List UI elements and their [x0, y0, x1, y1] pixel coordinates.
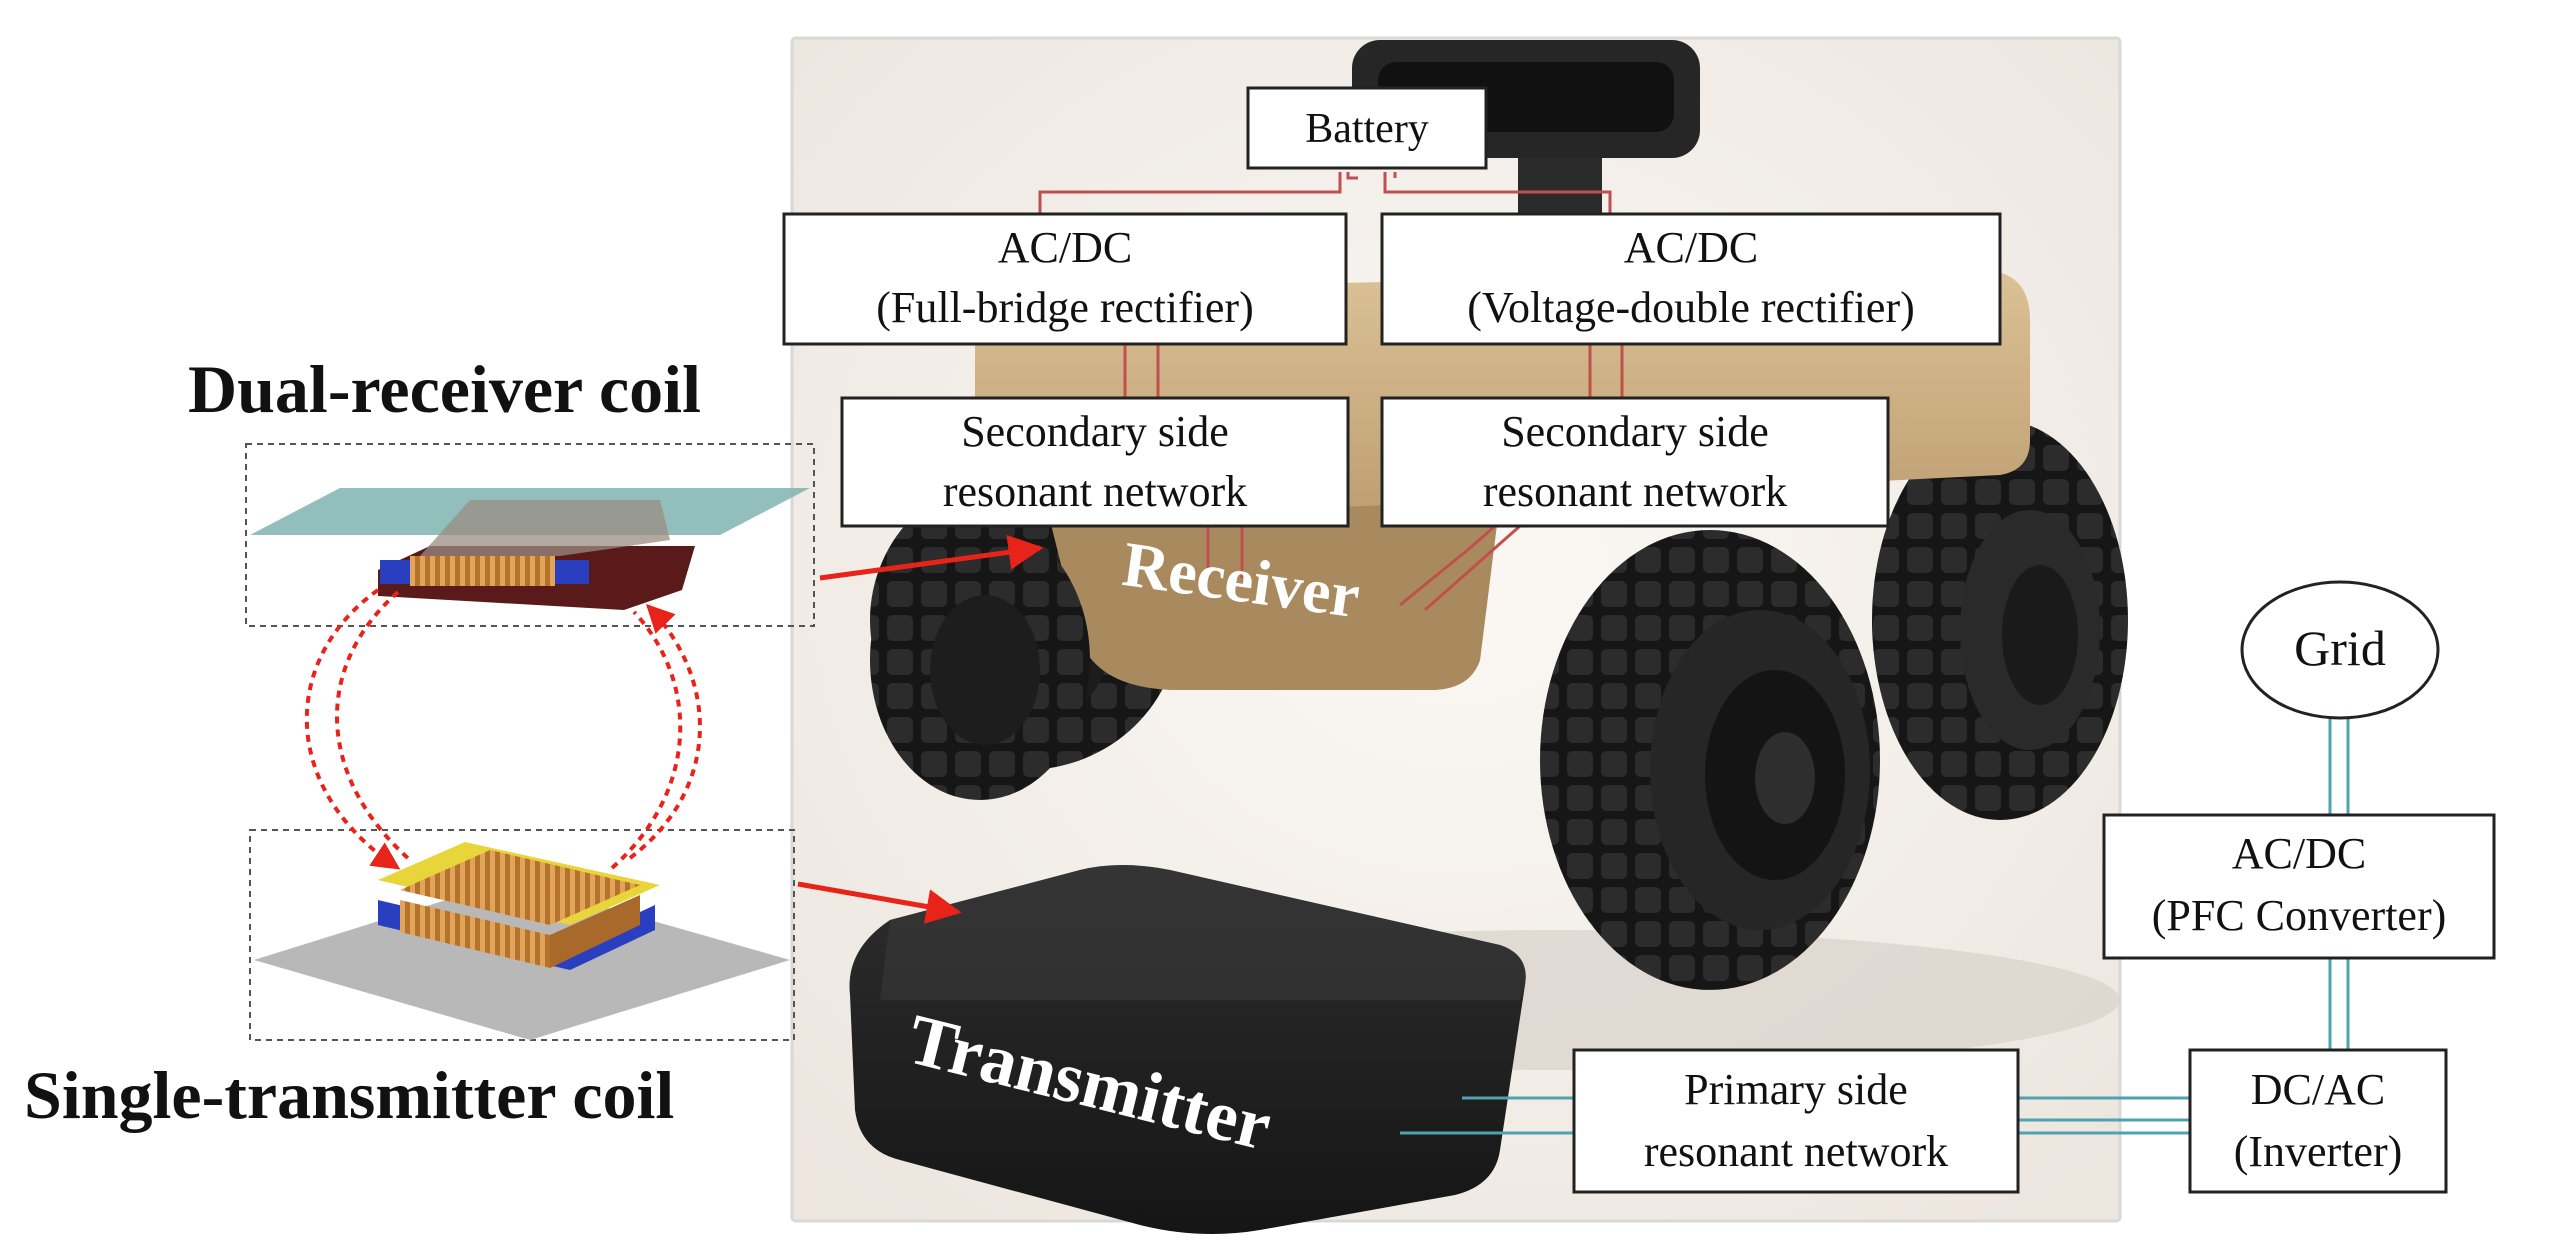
battery-label: Battery: [1305, 106, 1429, 152]
inverter-line1: DC/AC: [2251, 1065, 2385, 1114]
transmitter-coil-side: [550, 895, 640, 968]
arrow-to-transmitter: [797, 881, 962, 924]
secondary-left-block: Secondary side resonant network: [840, 396, 1350, 528]
magnetic-flux-arcs: [305, 588, 702, 870]
grid-block: Grid: [2240, 580, 2440, 720]
single-transmitter-coil-illustration: [249, 829, 795, 1041]
sec-right-line1: Secondary side: [1501, 407, 1769, 456]
dual-receiver-coil-illustration: [245, 443, 815, 627]
primary-line2: resonant network: [1644, 1127, 1948, 1176]
front-left-wheel: [870, 520, 1090, 800]
receiver-core: [420, 500, 670, 556]
transmitter-wiring: [1400, 718, 2350, 1135]
acdc-left-line1: AC/DC: [998, 223, 1132, 272]
acdc-right-line1: AC/DC: [1624, 223, 1758, 272]
sec-left-line1: Secondary side: [961, 407, 1229, 456]
single-transmitter-coil-title: Single-transmitter coil: [24, 1057, 674, 1133]
acdc-voltage-double-block: AC/DC (Voltage-double rectifier): [1380, 212, 2002, 346]
receiver-wiring: [1038, 172, 1624, 612]
transmitter-coil-frame: [249, 829, 795, 1041]
transmitter-coil-top: [400, 850, 640, 925]
transmitter-coil-front: [400, 900, 550, 968]
sec-right-line2: resonant network: [1483, 467, 1787, 516]
pfc-line1: AC/DC: [2232, 829, 2366, 878]
sec-left-line2: resonant network: [943, 467, 1247, 516]
acdc-full-bridge-block: AC/DC (Full-bridge rectifier): [782, 212, 1348, 346]
primary-line1: Primary side: [1684, 1065, 1908, 1114]
receiver-coil-winding: [410, 556, 555, 586]
arrow-to-receiver: [819, 534, 1044, 581]
back-right-wheel: [1872, 420, 2128, 820]
pfc-converter-block: AC/DC (PFC Converter): [2102, 813, 2496, 960]
pfc-line2: (PFC Converter): [2152, 891, 2447, 940]
primary-side-block: Primary side resonant network: [1572, 1048, 2020, 1194]
secondary-right-block: Secondary side resonant network: [1380, 396, 1890, 528]
receiver-blue-left: [380, 560, 410, 584]
acdc-left-line2: (Full-bridge rectifier): [876, 283, 1254, 332]
acdc-right-line2: (Voltage-double rectifier): [1467, 283, 1915, 332]
pointer-arrows: [797, 534, 1044, 924]
receiver-coil-frame: [245, 443, 815, 627]
grid-label: Grid: [2294, 620, 2386, 676]
receiver-blue-right: [555, 560, 589, 584]
transmitter-pad: [849, 865, 1526, 1234]
inverter-block: DC/AC (Inverter): [2188, 1048, 2448, 1194]
battery-block: Battery: [1246, 86, 1488, 170]
dual-receiver-coil-title: Dual-receiver coil: [188, 351, 701, 427]
front-right-wheel: [1540, 530, 1880, 990]
inverter-line2: (Inverter): [2234, 1127, 2403, 1176]
